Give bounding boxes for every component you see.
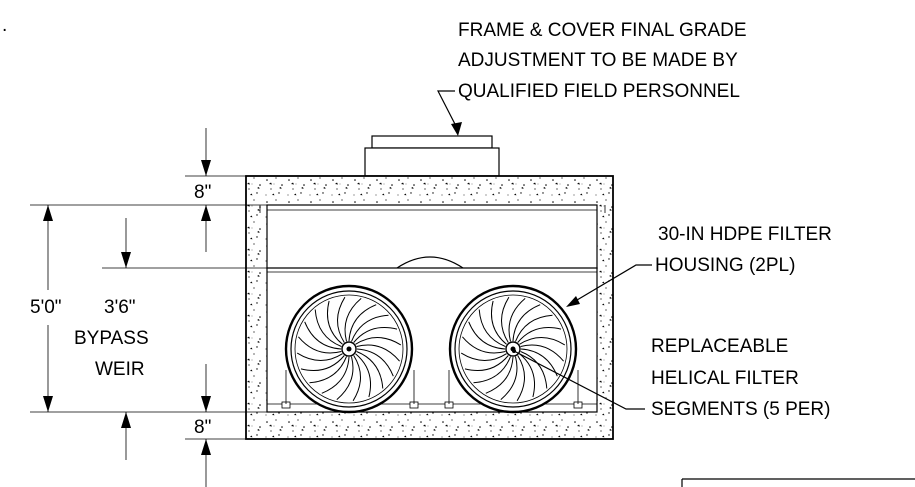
housing-ring-inner	[290, 290, 408, 408]
note-frame-cover-line3: QUALIFIED FIELD PERSONNEL	[458, 81, 740, 102]
weir-label-line2: WEIR	[95, 359, 145, 380]
helical-blade	[485, 356, 514, 394]
stray-period: .	[2, 15, 7, 36]
helical-blade	[464, 355, 509, 372]
helical-blade	[296, 352, 343, 361]
dim-bottom-slab: 8"	[194, 417, 211, 438]
helical-blade	[460, 352, 507, 361]
helical-blade	[517, 326, 562, 343]
helical-blade	[490, 300, 507, 345]
helical-blade	[300, 355, 345, 372]
helical-blade	[352, 355, 361, 402]
housing-ring-inner	[454, 290, 572, 408]
helical-blade	[520, 351, 548, 389]
title-block-corner	[681, 478, 915, 487]
helical-blade	[478, 309, 506, 347]
helical-blade	[516, 355, 525, 402]
helical-blade	[348, 304, 377, 342]
helical-blade	[473, 356, 511, 384]
helical-blade	[353, 326, 398, 343]
frame-and-cover	[364, 135, 500, 177]
housing-leader	[566, 264, 652, 307]
helical-blade	[321, 356, 350, 394]
helical-blade	[519, 337, 566, 346]
frame-cover-leader	[437, 90, 462, 136]
helical-blade	[501, 296, 510, 343]
dim-overall-height: 5'0"	[30, 297, 62, 318]
helical-blade	[519, 353, 536, 398]
weir-label-line1: BYPASS	[74, 328, 149, 349]
helical-blade	[355, 337, 402, 346]
note-frame-cover-line1: FRAME & COVER FINAL GRADE	[458, 20, 747, 41]
filter-media-edge	[458, 294, 568, 404]
helical-blade	[326, 300, 343, 345]
helical-blade	[356, 344, 400, 362]
filter-housing-left	[284, 284, 414, 414]
dim-top-slab: 8"	[194, 182, 211, 203]
helical-blade	[515, 314, 553, 342]
helical-blade	[468, 321, 506, 350]
helical-blade	[304, 321, 342, 350]
helical-blade	[500, 356, 518, 400]
helical-blade	[508, 298, 526, 342]
dim-weir-height: 3'6"	[104, 297, 136, 318]
note-housing-line2: HOUSING (2PL)	[655, 255, 795, 276]
dimension-lines	[30, 128, 267, 487]
note-frame-cover-line2: ADJUSTMENT TO BE MADE BY	[458, 50, 738, 71]
helical-blade	[309, 356, 347, 384]
helical-blade	[298, 336, 342, 354]
helical-blade	[462, 336, 506, 354]
filter-hub-center	[346, 346, 352, 352]
helical-blade	[356, 348, 394, 377]
helical-blade	[344, 298, 362, 342]
helical-blade	[314, 309, 342, 347]
helical-blade	[520, 344, 564, 362]
helical-blade	[512, 304, 541, 342]
filter-media-edge	[294, 294, 404, 404]
helical-blade	[355, 353, 372, 398]
note-housing-line1: 30-IN HDPE FILTER	[658, 224, 832, 245]
note-segments-line1: REPLACEABLE	[651, 336, 788, 357]
filter-housing-right	[448, 284, 578, 414]
helical-blade	[337, 296, 346, 343]
note-segments-line3: SEGMENTS (5 PER)	[651, 399, 830, 420]
helical-blade	[356, 351, 384, 389]
segments-leader	[512, 349, 645, 410]
helical-blade	[351, 314, 389, 342]
note-segments-line2: HELICAL FILTER	[651, 368, 799, 389]
helical-blade	[336, 356, 354, 400]
